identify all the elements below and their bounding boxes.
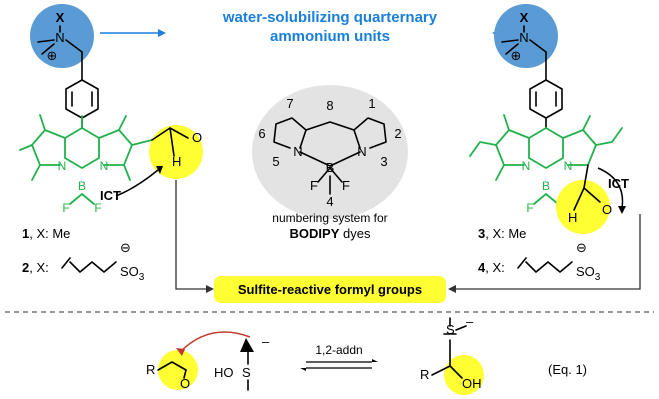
header-title-line1: water-solubilizing quarternary <box>222 9 438 26</box>
n-label-center-a: N <box>293 144 302 159</box>
f-label-left-b: F <box>94 201 101 215</box>
h-label-left: H <box>172 154 181 169</box>
n-label-right-a: N <box>522 159 531 173</box>
eq-label: (Eq. 1) <box>548 362 587 377</box>
compound-4-label: 4, X: <box>478 260 505 275</box>
ammonium-highlight-left <box>30 4 94 68</box>
eq-product-oh: OH <box>462 376 482 391</box>
eq-s-label: S <box>242 365 251 380</box>
f-label-center-a: F <box>310 178 318 193</box>
f-label-center-b: F <box>342 178 350 193</box>
compound-2-label: 2, X: <box>22 260 49 275</box>
eq-nucleophile-arrow <box>179 331 251 353</box>
position-3: 3 <box>380 154 387 169</box>
eq-minus: – <box>262 334 270 349</box>
position-5: 5 <box>272 154 279 169</box>
position-2: 2 <box>394 126 401 141</box>
ammonium-x-right: X <box>520 10 529 25</box>
n-label-right-b: N <box>564 159 573 173</box>
b-label-right: B <box>542 179 550 193</box>
compound-1-label: 1, X: Me <box>22 226 70 241</box>
position-4: 4 <box>326 194 333 209</box>
left-molecule: X N ⊕ N N B F F O H ICT 1, X: Me 2, X: S… <box>19 4 203 283</box>
ammonium-n-left: N <box>55 30 64 45</box>
h-label-right: H <box>568 210 577 225</box>
right-molecule: X N ⊕ N N B F F O H ICT 3, X: Me 4, X: S… <box>469 4 629 283</box>
position-1: 1 <box>368 96 375 111</box>
equation: R O HO S – 1,2-addn R OH S – (Eq. 1) <box>146 314 587 395</box>
compound-3-label: 3, X: Me <box>478 226 526 241</box>
position-6: 6 <box>258 126 265 141</box>
b-label-center: B <box>326 160 335 175</box>
eq-aldehyde-highlight <box>158 350 198 390</box>
ict-label-right: ICT <box>608 176 629 191</box>
formyl-highlight-right <box>556 180 610 234</box>
position-8: 8 <box>326 98 333 113</box>
ammonium-x-left: X <box>56 10 65 25</box>
b-label-left: B <box>78 179 86 193</box>
n-label-left-b: N <box>100 159 109 173</box>
ict-label-left: ICT <box>100 188 121 203</box>
header-title-line2: ammonium units <box>270 28 390 45</box>
position-7: 7 <box>286 96 293 111</box>
eq-product-s: S <box>446 322 455 337</box>
eq-o-label: O <box>180 376 190 391</box>
connector-left <box>175 180 206 290</box>
ammonium-charge-right: ⊕ <box>511 48 522 63</box>
eq-product-minus: – <box>466 314 474 329</box>
numbering-system: 8 7 1 6 2 5 3 4 N N B F F numbering syst… <box>252 85 408 241</box>
o-label-left: O <box>192 130 202 145</box>
o-label-right: O <box>602 202 612 217</box>
eq-r-label: R <box>146 362 155 377</box>
eq-arrow-label: 1,2-addn <box>315 343 362 357</box>
connector-right <box>456 214 641 290</box>
f-label-right-a: F <box>526 201 533 215</box>
sulfite-box-label: Sulfite-reactive formyl groups <box>238 282 422 297</box>
connector-left-arrowhead <box>206 285 214 293</box>
ammonium-highlight-right <box>494 4 558 68</box>
n-label-left-a: N <box>58 159 67 173</box>
f-label-left-a: F <box>62 201 69 215</box>
eq-product-r: R <box>420 367 429 382</box>
left-blue-arrow <box>100 29 166 37</box>
eq-product-highlight <box>444 355 484 395</box>
ammonium-n-right: N <box>519 30 528 45</box>
ammonium-charge-left: ⊕ <box>47 48 58 63</box>
so3-minus-right: ⊖ <box>576 240 587 255</box>
formyl-highlight-left <box>149 125 203 179</box>
eq-ho-label: HO <box>214 365 234 380</box>
numbering-caption-line2: BODIPY dyes <box>290 226 371 241</box>
so3-label-right: SO3 <box>576 264 601 283</box>
n-label-center-b: N <box>357 144 366 159</box>
sulfite-box <box>214 276 446 303</box>
numbering-caption-line1: numbering system for <box>272 211 387 225</box>
connector-right-arrowhead <box>448 285 456 293</box>
so3-label-left: SO3 <box>120 264 145 283</box>
so3-minus-left: ⊖ <box>120 240 131 255</box>
